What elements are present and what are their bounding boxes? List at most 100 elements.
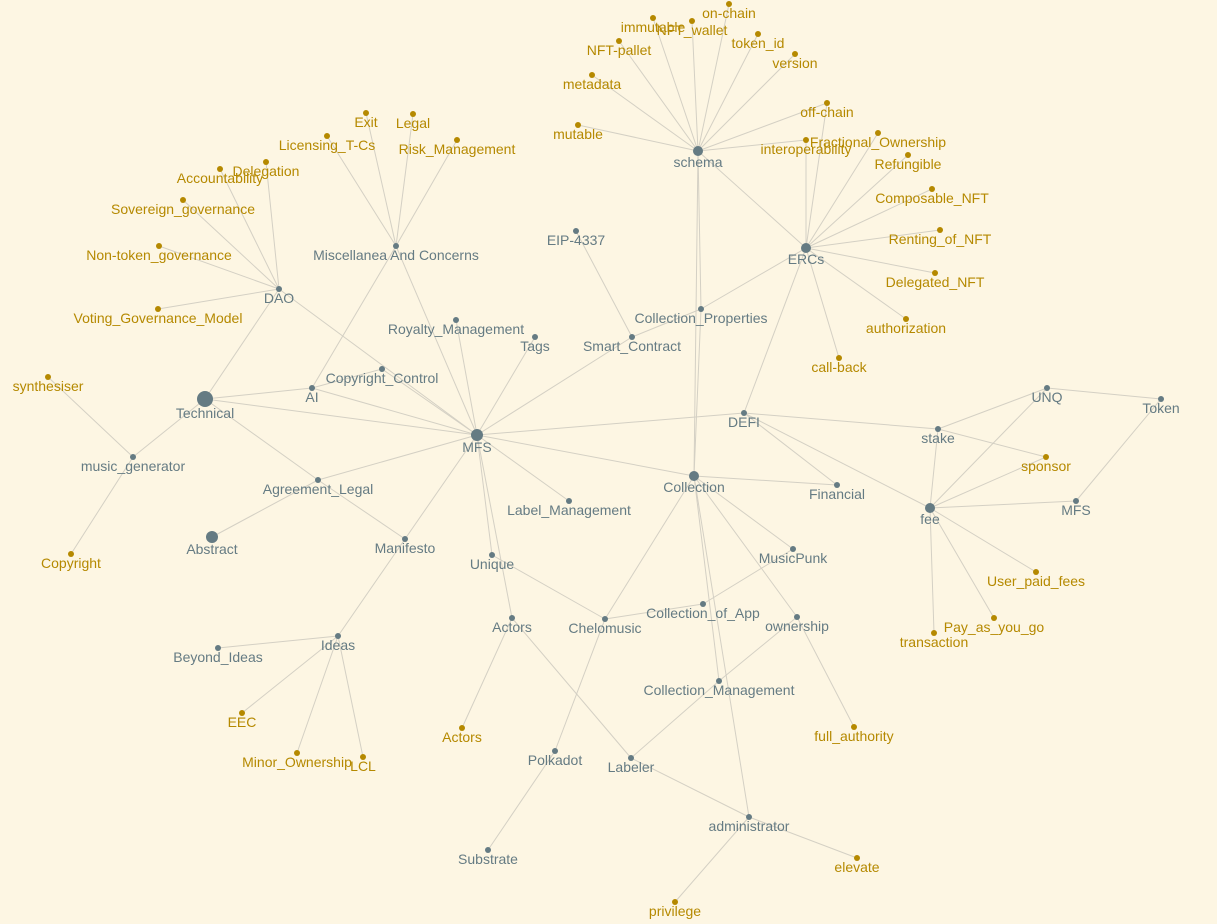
node-dot-ideas[interactable]	[335, 633, 341, 639]
node-dot-licensing[interactable]	[324, 133, 330, 139]
node-dot-actors_l[interactable]	[459, 725, 465, 731]
node-dot-delegation[interactable]	[263, 159, 269, 165]
node-sponsor[interactable]: sponsor	[1021, 454, 1071, 474]
node-dot-off_chain[interactable]	[824, 100, 830, 106]
node-dot-ai[interactable]	[309, 385, 315, 391]
node-composable[interactable]: Composable_NFT	[875, 186, 989, 206]
node-dot-chelomusic[interactable]	[602, 616, 608, 622]
node-dot-collection_of_app[interactable]	[700, 601, 706, 607]
node-dot-interoperability[interactable]	[803, 137, 809, 143]
node-dot-delegated[interactable]	[932, 270, 938, 276]
node-dot-collection_management[interactable]	[716, 678, 722, 684]
node-dot-sovereign_gov[interactable]	[180, 197, 186, 203]
node-risk[interactable]: Risk_Management	[399, 137, 516, 157]
node-financial[interactable]: Financial	[809, 482, 865, 502]
node-unq[interactable]: UNQ	[1031, 385, 1063, 405]
node-minor_ownership[interactable]: Minor_Ownership	[242, 750, 352, 770]
node-off_chain[interactable]: off-chain	[800, 100, 854, 120]
node-dot-smart_contract[interactable]	[629, 334, 635, 340]
node-unique[interactable]: Unique	[470, 552, 515, 572]
node-dot-unique[interactable]	[489, 552, 495, 558]
node-agreement_legal[interactable]: Agreement_Legal	[263, 477, 374, 497]
node-eec[interactable]: EEC	[228, 710, 257, 730]
node-dot-non_token_gov[interactable]	[156, 243, 162, 249]
node-dao[interactable]: DAO	[264, 286, 294, 306]
node-dot-ercs[interactable]	[801, 243, 811, 253]
node-dot-unq[interactable]	[1044, 385, 1050, 391]
node-actors_c[interactable]: Actors	[492, 615, 532, 635]
node-collection_properties[interactable]: Collection_Properties	[634, 306, 768, 326]
node-collection_of_app[interactable]: Collection_of_App	[646, 601, 760, 621]
node-musicpunk[interactable]: MusicPunk	[759, 546, 828, 566]
node-dot-eec[interactable]	[239, 710, 245, 716]
node-nft_wallet[interactable]: NFT_wallet	[657, 18, 728, 38]
node-dot-refungible[interactable]	[905, 152, 911, 158]
node-transaction[interactable]: transaction	[900, 630, 968, 650]
node-dot-eip4337[interactable]	[573, 228, 579, 234]
node-dot-version[interactable]	[792, 51, 798, 57]
node-misc[interactable]: Miscellanea And Concerns	[313, 243, 479, 263]
node-dot-collection_properties[interactable]	[698, 306, 704, 312]
node-dot-defi[interactable]	[741, 410, 747, 416]
node-dot-substrate[interactable]	[485, 847, 491, 853]
node-dot-nft_pallet[interactable]	[616, 38, 622, 44]
node-dot-voting_gov[interactable]	[155, 306, 161, 312]
node-immutable[interactable]: immutable	[621, 15, 686, 35]
node-copyright[interactable]: Copyright	[41, 551, 101, 571]
node-actors_l[interactable]: Actors	[442, 725, 482, 745]
node-dot-mfs[interactable]	[471, 429, 483, 441]
node-dot-musicpunk[interactable]	[790, 546, 796, 552]
node-polkadot[interactable]: Polkadot	[528, 748, 583, 768]
node-dot-accountability[interactable]	[217, 166, 223, 172]
node-dot-transaction[interactable]	[931, 630, 937, 636]
node-eip4337[interactable]: EIP-4337	[547, 228, 606, 248]
node-delegated[interactable]: Delegated_NFT	[886, 270, 985, 290]
node-accountability[interactable]: Accountability	[177, 166, 263, 186]
node-dot-minor_ownership[interactable]	[294, 750, 300, 756]
node-dot-abstract[interactable]	[206, 531, 218, 543]
node-synthesiser[interactable]: synthesiser	[13, 374, 84, 394]
node-fee[interactable]: fee	[920, 503, 940, 527]
node-dot-renting[interactable]	[937, 227, 943, 233]
node-technical[interactable]: Technical	[176, 391, 234, 421]
node-music_generator[interactable]: music_generator	[81, 454, 186, 474]
node-on_chain[interactable]: on-chain	[702, 1, 756, 21]
node-token[interactable]: Token	[1142, 396, 1180, 416]
node-dot-agreement_legal[interactable]	[315, 477, 321, 483]
node-dot-lcl[interactable]	[360, 754, 366, 760]
node-dot-user_paid_fees[interactable]	[1033, 569, 1039, 575]
node-dot-beyond_ideas[interactable]	[215, 645, 221, 651]
node-labeler[interactable]: Labeler	[608, 755, 655, 775]
node-full_authority[interactable]: full_authority	[814, 724, 894, 744]
node-tags[interactable]: Tags	[520, 334, 550, 354]
node-dot-copyright[interactable]	[68, 551, 74, 557]
node-dot-immutable[interactable]	[650, 15, 656, 21]
node-privilege[interactable]: privilege	[649, 899, 701, 919]
node-lcl[interactable]: LCL	[350, 754, 376, 774]
node-dot-actors_c[interactable]	[509, 615, 515, 621]
node-dot-ownership[interactable]	[794, 614, 800, 620]
node-dot-technical[interactable]	[197, 391, 213, 407]
node-dot-composable[interactable]	[929, 186, 935, 192]
node-authorization[interactable]: authorization	[866, 316, 946, 336]
node-chelomusic[interactable]: Chelomusic	[568, 616, 642, 636]
node-dot-labeler[interactable]	[628, 755, 634, 761]
node-smart_contract[interactable]: Smart_Contract	[583, 334, 681, 354]
node-mfs[interactable]: MFS	[462, 429, 492, 455]
node-dot-collection[interactable]	[689, 471, 699, 481]
node-dot-full_authority[interactable]	[851, 724, 857, 730]
node-dot-on_chain[interactable]	[726, 1, 732, 7]
node-dot-financial[interactable]	[834, 482, 840, 488]
node-dot-polkadot[interactable]	[552, 748, 558, 754]
node-dot-exit[interactable]	[363, 110, 369, 116]
node-dot-nft_wallet[interactable]	[689, 18, 695, 24]
node-collection[interactable]: Collection	[663, 471, 725, 495]
node-dot-token_id[interactable]	[755, 31, 761, 37]
node-dot-elevate[interactable]	[854, 855, 860, 861]
node-dot-fractional[interactable]	[875, 130, 881, 136]
node-user_paid_fees[interactable]: User_paid_fees	[987, 569, 1085, 589]
node-dot-synthesiser[interactable]	[45, 374, 51, 380]
node-legal[interactable]: Legal	[396, 111, 430, 131]
node-collection_management[interactable]: Collection_Management	[644, 678, 795, 698]
node-delegation[interactable]: Delegation	[233, 159, 300, 179]
